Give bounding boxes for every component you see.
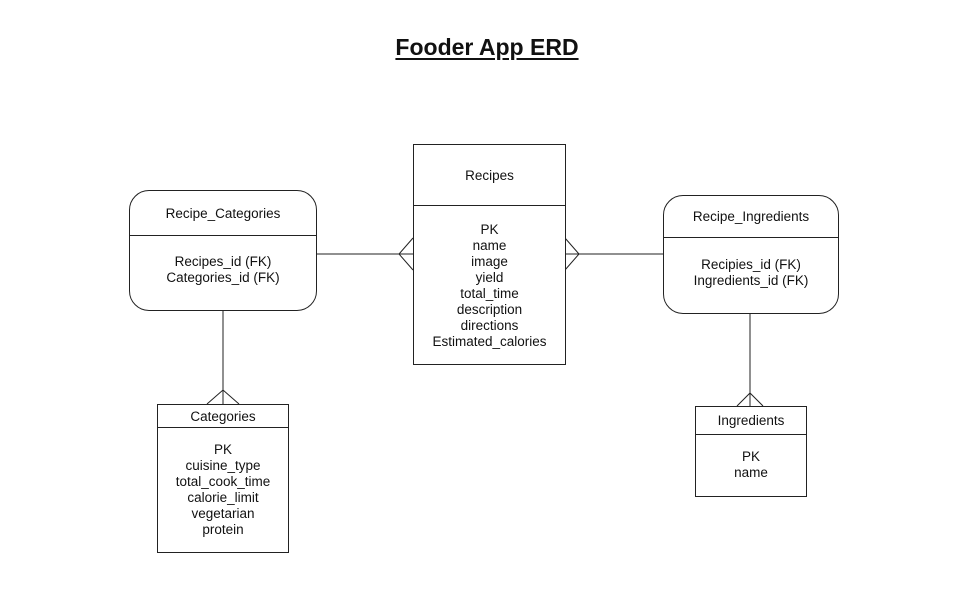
attribute: vegetarian <box>191 506 255 521</box>
entity-recipe-ingredients[interactable]: Recipe_Ingredients Recipies_id (FK) Ingr… <box>663 195 839 314</box>
entity-recipe-categories-attributes: Recipes_id (FK) Categories_id (FK) <box>130 236 316 310</box>
attribute: protein <box>202 522 244 537</box>
attribute: total_time <box>460 286 519 301</box>
entity-ingredients-attributes: PK name <box>696 435 806 496</box>
entity-ingredients-header: Ingredients <box>696 407 806 435</box>
attribute: Recipes_id (FK) <box>174 254 272 269</box>
entity-categories-attributes: PK cuisine_type total_cook_time calorie_… <box>158 428 288 552</box>
entity-ingredients[interactable]: Ingredients PK name <box>695 406 807 497</box>
attribute: description <box>456 302 523 317</box>
entity-recipes-header: Recipes <box>414 145 565 206</box>
attribute: PK <box>741 449 760 464</box>
attribute: total_cook_time <box>175 474 271 489</box>
rel-recipecategories-categories-crowsfoot <box>206 389 240 405</box>
rel-recipecategories-recipes-crowsfoot <box>398 237 414 271</box>
attribute: Ingredients_id (FK) <box>693 273 809 288</box>
attribute: cuisine_type <box>185 458 261 473</box>
attribute: PK <box>480 222 499 237</box>
diagram-title: Fooder App ERD <box>395 34 579 60</box>
attribute: Recipies_id (FK) <box>701 257 801 272</box>
entity-categories-header: Categories <box>158 405 288 428</box>
rel-recipeingredients-recipes-crowsfoot <box>564 237 580 271</box>
attribute: Estimated_calories <box>432 334 547 349</box>
entity-recipe-ingredients-header: Recipe_Ingredients <box>664 196 838 238</box>
entity-recipe-categories-header: Recipe_Categories <box>130 191 316 236</box>
attribute: PK <box>213 442 232 457</box>
attribute: Categories_id (FK) <box>166 270 280 285</box>
attribute: name <box>472 238 507 253</box>
entity-recipes-attributes: PK name image yield total_time descripti… <box>414 206 565 364</box>
attribute: name <box>734 465 768 480</box>
attribute: image <box>471 254 508 269</box>
entity-recipe-categories[interactable]: Recipe_Categories Recipes_id (FK) Catego… <box>129 190 317 311</box>
attribute: calorie_limit <box>187 490 259 505</box>
entity-categories[interactable]: Categories PK cuisine_type total_cook_ti… <box>157 404 289 553</box>
attribute: yield <box>475 270 504 285</box>
entity-recipe-ingredients-attributes: Recipies_id (FK) Ingredients_id (FK) <box>664 238 838 313</box>
attribute: directions <box>460 318 519 333</box>
entity-recipes[interactable]: Recipes PK name image yield total_time d… <box>413 144 566 365</box>
rel-recipeingredients-ingredients-crowsfoot <box>736 392 764 407</box>
